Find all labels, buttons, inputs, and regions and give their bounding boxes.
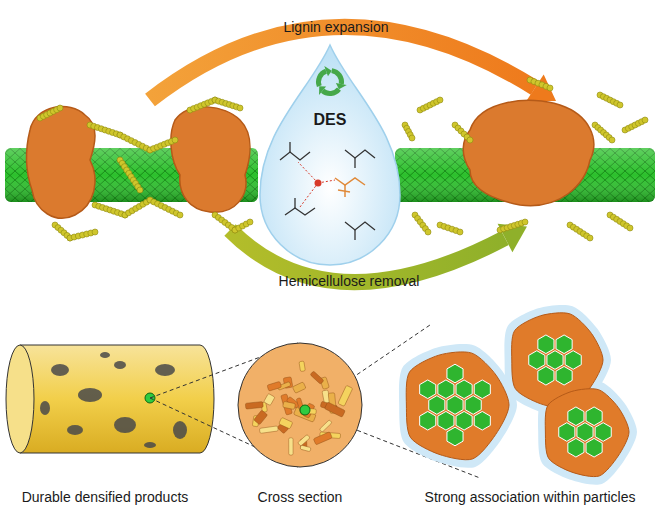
cross-section xyxy=(238,343,362,467)
particle xyxy=(279,417,293,429)
cellulose-fibril xyxy=(547,351,563,370)
recycle-arrow xyxy=(316,69,327,87)
lignin-matrix xyxy=(545,389,629,477)
hemicellulose-unit xyxy=(642,117,648,123)
solvent-label: DES xyxy=(314,112,347,128)
des-droplet xyxy=(260,45,400,265)
lignin-matrix xyxy=(406,352,509,460)
cellulose-fibril xyxy=(429,396,445,415)
hemicellulose-unit xyxy=(137,187,143,193)
cellulose-fibril xyxy=(565,351,581,370)
arrow-label: Hemicellulose removal xyxy=(279,273,420,289)
particle xyxy=(324,402,345,417)
cellulose-fibril xyxy=(465,396,481,415)
particle xyxy=(283,401,296,409)
figure-caption: Cross section xyxy=(258,489,343,505)
hemicellulose-unit xyxy=(457,229,463,235)
fibril-after xyxy=(395,77,655,241)
cellulose-fibril xyxy=(447,427,463,446)
cellulose-fibril xyxy=(438,380,454,399)
hemicellulose-unit xyxy=(409,135,415,141)
hemicellulose-unit xyxy=(247,219,253,225)
particle xyxy=(338,385,353,406)
hemicellulose-unit xyxy=(57,105,63,111)
particle xyxy=(298,434,311,446)
cellulose-fibril xyxy=(474,411,490,430)
cellulose-fibril xyxy=(447,396,463,415)
particle xyxy=(313,432,332,445)
hemicellulose-unit xyxy=(522,219,528,225)
hemicellulose-unit xyxy=(617,102,623,108)
particle xyxy=(267,381,281,391)
particle xyxy=(310,371,324,384)
cellulose-fibril xyxy=(586,438,602,457)
particle xyxy=(259,426,278,434)
arrow-label: Lignin expansion xyxy=(283,19,388,35)
particle xyxy=(254,410,268,425)
cellulose-fibril xyxy=(568,438,584,457)
particle xyxy=(289,438,293,455)
water-halo xyxy=(399,344,517,468)
hemicellulose-unit xyxy=(237,105,243,111)
recycle-arrowhead xyxy=(324,66,332,76)
hemicellulose-unit xyxy=(425,229,431,235)
hemicellulose-unit xyxy=(177,212,183,218)
cellulose-fibril xyxy=(456,411,472,430)
figure-caption: Durable densified products xyxy=(22,489,189,505)
cellulose-fibril xyxy=(577,423,593,442)
hemicellulose-unit xyxy=(92,229,98,235)
cellulose-fibril xyxy=(538,335,554,354)
particle xyxy=(300,445,311,452)
cellulose-fibril xyxy=(474,380,490,399)
hemicellulose-unit xyxy=(437,97,443,103)
figure-caption: Strong association within particles xyxy=(425,489,636,505)
cellulose-fibril xyxy=(456,380,472,399)
recycle-arrowhead xyxy=(319,86,326,95)
recycle-arrow xyxy=(331,68,344,84)
cellulose-fibril xyxy=(529,351,545,370)
fibril-before xyxy=(5,97,258,241)
cellulose-fibril xyxy=(556,366,572,385)
particle xyxy=(245,402,263,410)
cellulose-fibril xyxy=(538,366,554,385)
cellulose-fibril xyxy=(447,364,463,383)
cellulose-fibril xyxy=(556,335,572,354)
cellulose-fibril xyxy=(586,407,602,426)
cellulose-fibril xyxy=(438,411,454,430)
hemicellulose-unit xyxy=(467,137,473,143)
hemicellulose-unit xyxy=(609,137,615,143)
particle xyxy=(319,420,332,432)
particle xyxy=(299,361,305,372)
cellulose-fibril xyxy=(420,411,436,430)
cellulose-fibril xyxy=(559,423,575,442)
cellulose-fibril xyxy=(568,407,584,426)
hemicellulose-unit xyxy=(587,235,593,241)
particle xyxy=(292,382,306,393)
hemicellulose-unit xyxy=(547,85,553,91)
particle-cluster xyxy=(399,305,637,485)
hemicellulose-unit xyxy=(172,137,178,143)
particle xyxy=(264,393,275,405)
cellulose-fibril xyxy=(595,423,611,442)
hemicellulose-unit xyxy=(627,225,633,231)
cellulose-fibril xyxy=(420,380,436,399)
densified-cylinder xyxy=(6,345,214,453)
